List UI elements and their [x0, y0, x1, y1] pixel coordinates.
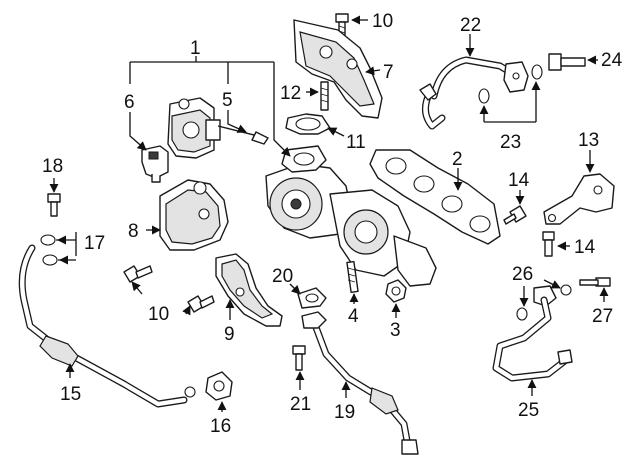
callout-5: 5 — [222, 90, 233, 111]
part-25-water-pipe — [492, 296, 573, 382]
part-18-bolt — [47, 193, 61, 217]
callout-12: 12 — [280, 83, 301, 104]
callout-2: 2 — [452, 149, 463, 170]
part-2-manifold-gasket — [369, 149, 501, 245]
part-9-lower-heat-shield — [215, 253, 283, 327]
part-5-actuator — [167, 97, 269, 159]
part-26-fitting — [516, 284, 572, 321]
callout-10-left: 10 — [148, 304, 169, 325]
part-17-washers — [40, 234, 58, 266]
part-15-oil-feed-pipe — [18, 244, 196, 408]
callout-11: 11 — [346, 132, 366, 153]
callout-26: 26 — [512, 264, 533, 285]
part-14-bolt-lower — [542, 231, 555, 257]
callout-16: 16 — [210, 416, 231, 437]
part-12-stud — [320, 81, 329, 111]
part-8-turbo-heat-shield — [159, 179, 229, 251]
part-1-turbocharger — [265, 145, 437, 287]
part-10-bolt-right — [187, 295, 215, 313]
leader-lines — [49, 15, 609, 412]
callout-1: 1 — [190, 38, 201, 59]
callout-21: 21 — [290, 394, 311, 415]
part-24-banjo-bolt — [548, 53, 586, 71]
callout-20: 20 — [272, 266, 293, 287]
callout-22: 22 — [460, 15, 481, 36]
part-10-bolt-left — [123, 265, 153, 283]
callout-8: 8 — [128, 221, 139, 242]
part-20-gasket — [297, 287, 327, 309]
callout-19: 19 — [334, 402, 355, 423]
part-22-coolant-pipe — [419, 56, 529, 130]
part-19-oil-return-pipe — [301, 311, 419, 455]
callout-9: 9 — [224, 324, 235, 345]
part-11-gasket — [285, 113, 331, 135]
callout-14-lower: 14 — [574, 237, 596, 258]
part-27-bolt — [579, 277, 611, 287]
callout-7: 7 — [383, 62, 394, 83]
callout-25: 25 — [518, 400, 539, 421]
callout-27: 27 — [592, 306, 613, 327]
callout-4: 4 — [348, 306, 359, 327]
callout-6: 6 — [124, 92, 135, 113]
callout-23: 23 — [500, 132, 521, 153]
callout-24: 24 — [601, 50, 623, 71]
part-13-bracket — [543, 173, 615, 225]
callout-14-upper: 14 — [508, 170, 530, 191]
callout-13: 13 — [578, 130, 599, 151]
part-3-nut — [385, 279, 407, 303]
callout-10-top: 10 — [372, 11, 393, 32]
callout-15: 15 — [60, 384, 81, 405]
part-14-bolt-upper — [503, 205, 527, 225]
part-4-stud — [346, 260, 359, 293]
callout-17: 17 — [84, 233, 105, 254]
part-21-bolt — [292, 345, 306, 371]
part-6-wastegate-sensor — [141, 145, 169, 183]
callout-3: 3 — [390, 320, 401, 341]
part-23-washers — [478, 64, 543, 104]
part-16-flange-gasket — [205, 371, 233, 401]
callout-18: 18 — [42, 156, 63, 177]
callout-labels: 1 2 3 4 5 6 7 8 9 10 10 11 12 13 14 14 1… — [42, 11, 623, 437]
part-7-heat-shield — [293, 19, 383, 119]
